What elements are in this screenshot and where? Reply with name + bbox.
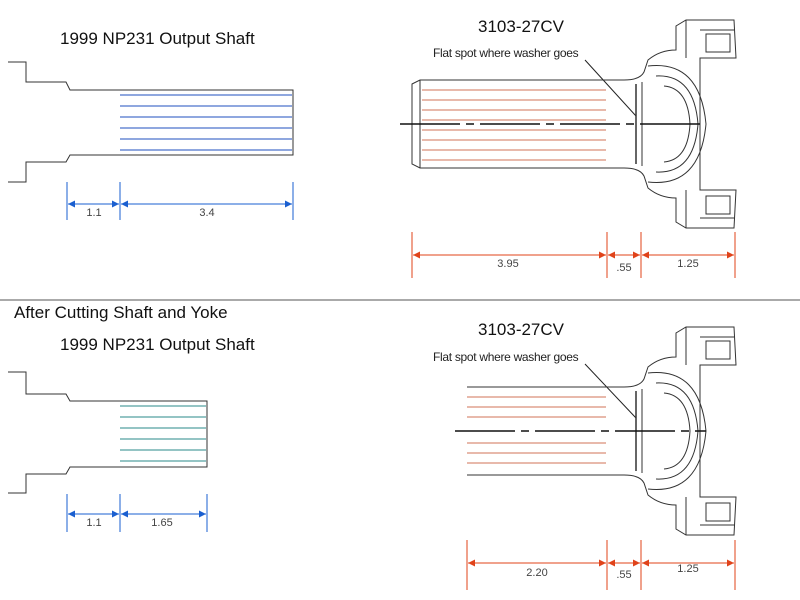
bottom-yoke-dim-2: .55 (616, 569, 631, 581)
top-shaft-dim-2: 3.4 (199, 207, 214, 219)
top-yoke-dim-3: 1.25 (677, 258, 698, 270)
bottom-section-title: After Cutting Shaft and Yoke (14, 303, 228, 322)
bottom-shaft-title: 1999 NP231 Output Shaft (60, 335, 255, 354)
bottom-yoke-dim-1: 2.20 (526, 567, 547, 579)
top-yoke-dimensions (411, 232, 736, 278)
bottom-yoke-dimensions (466, 540, 736, 590)
bottom-shaft-dimensions (66, 494, 208, 532)
top-yoke-dim-1: 3.95 (497, 258, 518, 270)
top-yoke-dim-2: .55 (616, 262, 631, 274)
top-shaft-splines (120, 94, 292, 151)
top-yoke-splines (422, 89, 606, 161)
top-shaft-dimensions (66, 182, 294, 220)
bottom-shaft-dim-1: 1.1 (86, 517, 101, 529)
top-shaft (8, 61, 294, 183)
bottom-shaft-dim-2: 1.65 (151, 517, 172, 529)
top-shaft-title: 1999 NP231 Output Shaft (60, 29, 255, 48)
top-yoke-note: Flat spot where washer goes (433, 46, 579, 60)
bottom-yoke-note: Flat spot where washer goes (433, 350, 579, 364)
bottom-yoke-dim-3: 1.25 (677, 563, 698, 575)
top-note-leader (584, 59, 637, 117)
bottom-note-leader (584, 363, 637, 419)
bottom-shaft (8, 371, 208, 494)
top-shaft-dim-1: 1.1 (86, 207, 101, 219)
bottom-yoke-splines (467, 396, 606, 464)
bottom-shaft-splines (120, 405, 206, 462)
bottom-yoke-title: 3103-27CV (478, 320, 565, 339)
top-yoke-title: 3103-27CV (478, 17, 565, 36)
